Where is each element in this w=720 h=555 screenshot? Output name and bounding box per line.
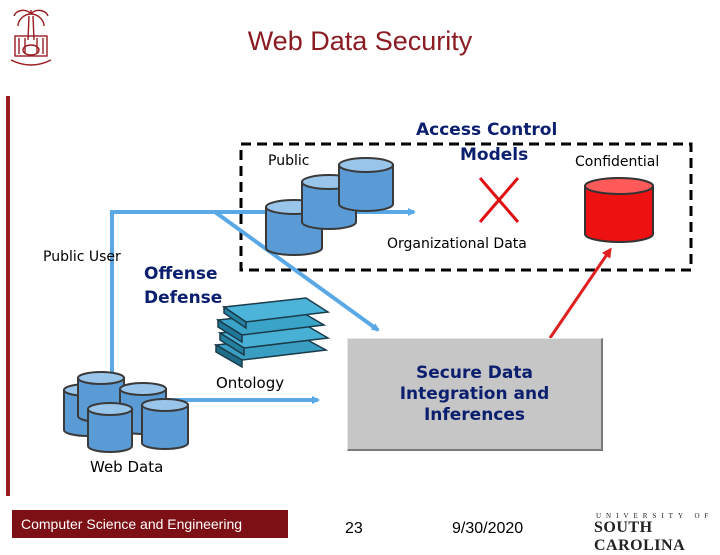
footer-date: 9/30/2020 [452,520,524,537]
cylinder-3 [338,157,394,212]
public-user-label: Public User [43,249,121,265]
offense-label: Offense [144,264,218,284]
models-label: Models [460,145,529,165]
left-rule [6,96,10,496]
diagram-canvas [63,142,693,453]
public-user-to-secure-path [213,210,380,332]
secure-integration-text: Secure Data Integration and Inferences [400,363,550,426]
secure-line-1: Secure Data [416,362,533,383]
public-label: Public [268,153,310,169]
web-cylinder-4 [87,402,133,453]
book-stack-icon [213,297,331,369]
palmetto-seal-icon [10,9,52,66]
web-data-label: Web Data [90,458,164,476]
defense-label: Defense [144,288,223,308]
footer-department-bar: Computer Science and Engineering [12,510,288,538]
organizational-data-label: Organizational Data [387,236,527,252]
footer-department: Computer Science and Engineering [21,516,243,532]
blocked-x-icon [478,177,520,223]
ontology-label: Ontology [216,374,285,392]
access-control-label: Access Control [416,120,557,141]
confidential-db-cylinder [584,177,654,243]
public-db-cylinders [265,157,394,256]
secure-to-confidential-arrow [548,247,612,339]
web-data-cylinders [63,371,189,453]
footer-university-top: UNIVERSITY OF [596,512,714,520]
organization-boundary [239,142,693,272]
footer-university-name: SOUTH CAROLINA [594,519,686,554]
secure-line-3: Inferences [423,404,526,425]
web-cylinder-5 [141,398,189,450]
secure-integration-box: Secure Data Integration and Inferences [347,338,603,451]
confidential-label: Confidential [575,154,660,170]
slide-title: Web Data Security [247,26,473,56]
access-control-line: Access Control [416,120,558,140]
footer-page-number: 23 [345,520,363,537]
secure-line-2: Integration and [399,383,550,404]
